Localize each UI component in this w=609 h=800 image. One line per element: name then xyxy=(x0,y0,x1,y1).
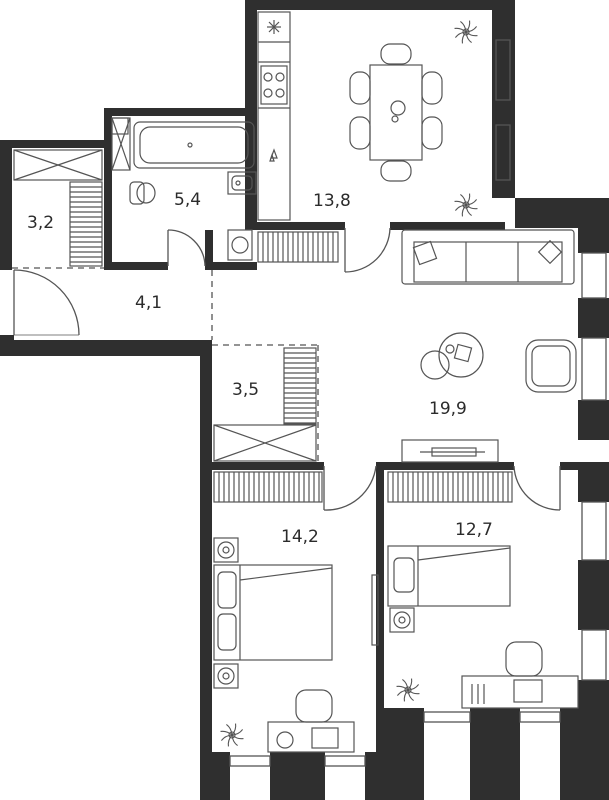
plants xyxy=(220,20,478,747)
plant-icon xyxy=(396,678,420,702)
area-label-bathroom: 5,4 xyxy=(174,190,201,210)
plant-icon xyxy=(454,193,478,217)
desk xyxy=(461,675,579,709)
desk-chair xyxy=(295,689,333,723)
hob-icon xyxy=(260,65,288,105)
cushion xyxy=(537,239,563,265)
washing-machine xyxy=(227,229,253,261)
bedroom-large-furniture xyxy=(213,537,379,753)
nightstand xyxy=(389,607,415,633)
doors xyxy=(13,227,561,511)
area-label-storage-central: 3,5 xyxy=(232,380,259,400)
area-label-bedroom-large: 14,2 xyxy=(281,527,319,547)
dashed-boundaries xyxy=(12,267,319,462)
area-labels: 3,2 5,4 13,8 4,1 3,5 19,9 14,2 12,7 xyxy=(27,190,493,547)
kitchen-furniture xyxy=(257,11,443,221)
bathroom-fixtures xyxy=(111,117,275,261)
desk-chair xyxy=(505,641,543,677)
sink xyxy=(227,171,257,195)
windows xyxy=(229,39,607,767)
coffee-table xyxy=(438,332,484,378)
plant-icon xyxy=(454,20,478,44)
central-storage-box xyxy=(213,424,317,462)
dining-table xyxy=(369,64,423,161)
area-label-living-room: 19,9 xyxy=(429,399,467,419)
kitchen-counter xyxy=(257,11,291,221)
bedroom-small-furniture xyxy=(387,545,579,709)
armchair xyxy=(525,339,577,393)
extractor-icon xyxy=(267,20,281,34)
nightstand xyxy=(213,663,239,689)
plant-icon xyxy=(220,723,244,747)
area-label-storage-entry: 3,2 xyxy=(27,213,54,233)
area-label-hallway: 4,1 xyxy=(135,293,162,313)
area-label-kitchen: 13,8 xyxy=(313,191,351,211)
storage-units xyxy=(13,149,513,503)
sofa xyxy=(401,229,575,285)
single-bed xyxy=(387,545,511,607)
cushion xyxy=(412,240,438,266)
nightstand xyxy=(213,537,239,563)
dining-table-vase xyxy=(390,100,406,116)
kitchen-tap-icon xyxy=(270,148,278,159)
dining-chairs xyxy=(349,43,443,182)
double-bed xyxy=(213,564,333,661)
area-label-bedroom-small: 12,7 xyxy=(455,520,493,540)
mirror xyxy=(371,574,379,646)
tv-stand xyxy=(401,439,499,463)
living-furniture xyxy=(401,229,577,463)
toilet xyxy=(129,181,145,205)
entry-storage-box xyxy=(13,149,103,181)
bathtub xyxy=(133,121,255,169)
